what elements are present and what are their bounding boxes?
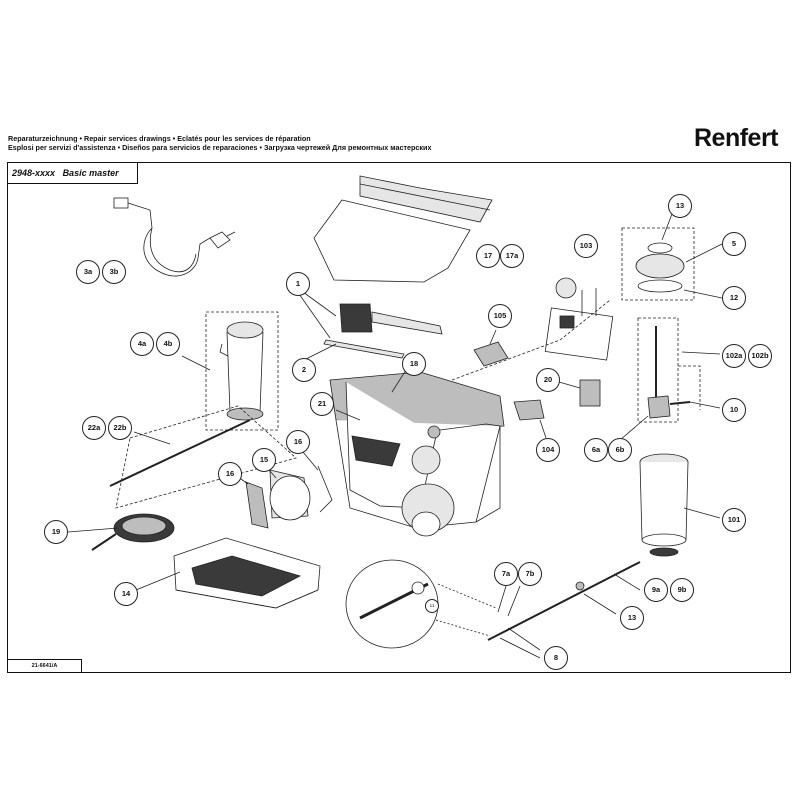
header-line-2: Esplosi per servizi d'assistenza • Diseñ… xyxy=(8,143,432,152)
callout-7b: 7b xyxy=(518,562,542,586)
nozzle-tube xyxy=(109,405,297,509)
callout-102a: 102a xyxy=(722,344,746,368)
collector-canister xyxy=(639,453,721,557)
model-name: Basic master xyxy=(62,168,119,178)
drawing-code: 21-6641/A xyxy=(7,659,82,673)
callout-1: 1 xyxy=(286,272,310,296)
blasting-cabinet xyxy=(329,369,505,537)
reservoir xyxy=(181,311,279,431)
callout-22b: 22b xyxy=(108,416,132,440)
drawing-frame xyxy=(7,162,791,673)
callout-3a: 3a xyxy=(76,260,100,284)
callout-101: 101 xyxy=(722,508,746,532)
power-cable xyxy=(113,197,236,277)
callout-16-left: 16 xyxy=(218,462,242,486)
callout-105: 105 xyxy=(488,304,512,328)
callout-10: 10 xyxy=(722,398,746,422)
callout-17: 17 xyxy=(476,244,500,268)
callout-15: 15 xyxy=(252,448,276,472)
callout-12: 12 xyxy=(722,286,746,310)
header-line-1: Reparaturzeichnung • Repair services dra… xyxy=(8,134,311,143)
cyclone-tube xyxy=(619,317,721,441)
callout-11: 11 xyxy=(425,599,439,613)
callout-2: 2 xyxy=(292,358,316,382)
filter-ring xyxy=(233,445,333,529)
callout-8: 8 xyxy=(544,646,568,670)
callout-6b: 6b xyxy=(608,438,632,462)
model-title: 2948-xxxx Basic master xyxy=(7,162,138,184)
callout-3b: 3b xyxy=(102,260,126,284)
callout-13-bottom: 13 xyxy=(620,606,644,630)
callout-104: 104 xyxy=(536,438,560,462)
callout-7a: 7a xyxy=(494,562,518,586)
callout-103: 103 xyxy=(574,234,598,258)
callout-9a: 9a xyxy=(644,578,668,602)
callout-19: 19 xyxy=(44,520,68,544)
cyclone-cap xyxy=(621,213,723,301)
brand-logo: Renfert xyxy=(694,124,779,152)
callout-17a: 17a xyxy=(500,244,524,268)
callout-14: 14 xyxy=(114,582,138,606)
callout-20: 20 xyxy=(536,368,560,392)
callout-21: 21 xyxy=(310,392,334,416)
lid xyxy=(313,175,493,283)
callout-18: 18 xyxy=(402,352,426,376)
nozzle-assembly xyxy=(345,559,641,659)
valve-block xyxy=(451,277,614,439)
callout-4a: 4a xyxy=(130,332,154,356)
callout-22a: 22a xyxy=(82,416,106,440)
callout-102b: 102b xyxy=(748,344,772,368)
header: Reparaturzeichnung • Repair services dra… xyxy=(8,134,568,152)
filter-bracket xyxy=(291,283,443,361)
callout-4b: 4b xyxy=(156,332,180,356)
callout-13-top: 13 xyxy=(668,194,692,218)
callout-6a: 6a xyxy=(584,438,608,462)
sieve xyxy=(67,513,175,551)
model-number: 2948-xxxx xyxy=(12,168,56,178)
grid-tray xyxy=(135,537,321,609)
callout-9b: 9b xyxy=(670,578,694,602)
callout-5: 5 xyxy=(722,232,746,256)
callout-16-top: 16 xyxy=(286,430,310,454)
